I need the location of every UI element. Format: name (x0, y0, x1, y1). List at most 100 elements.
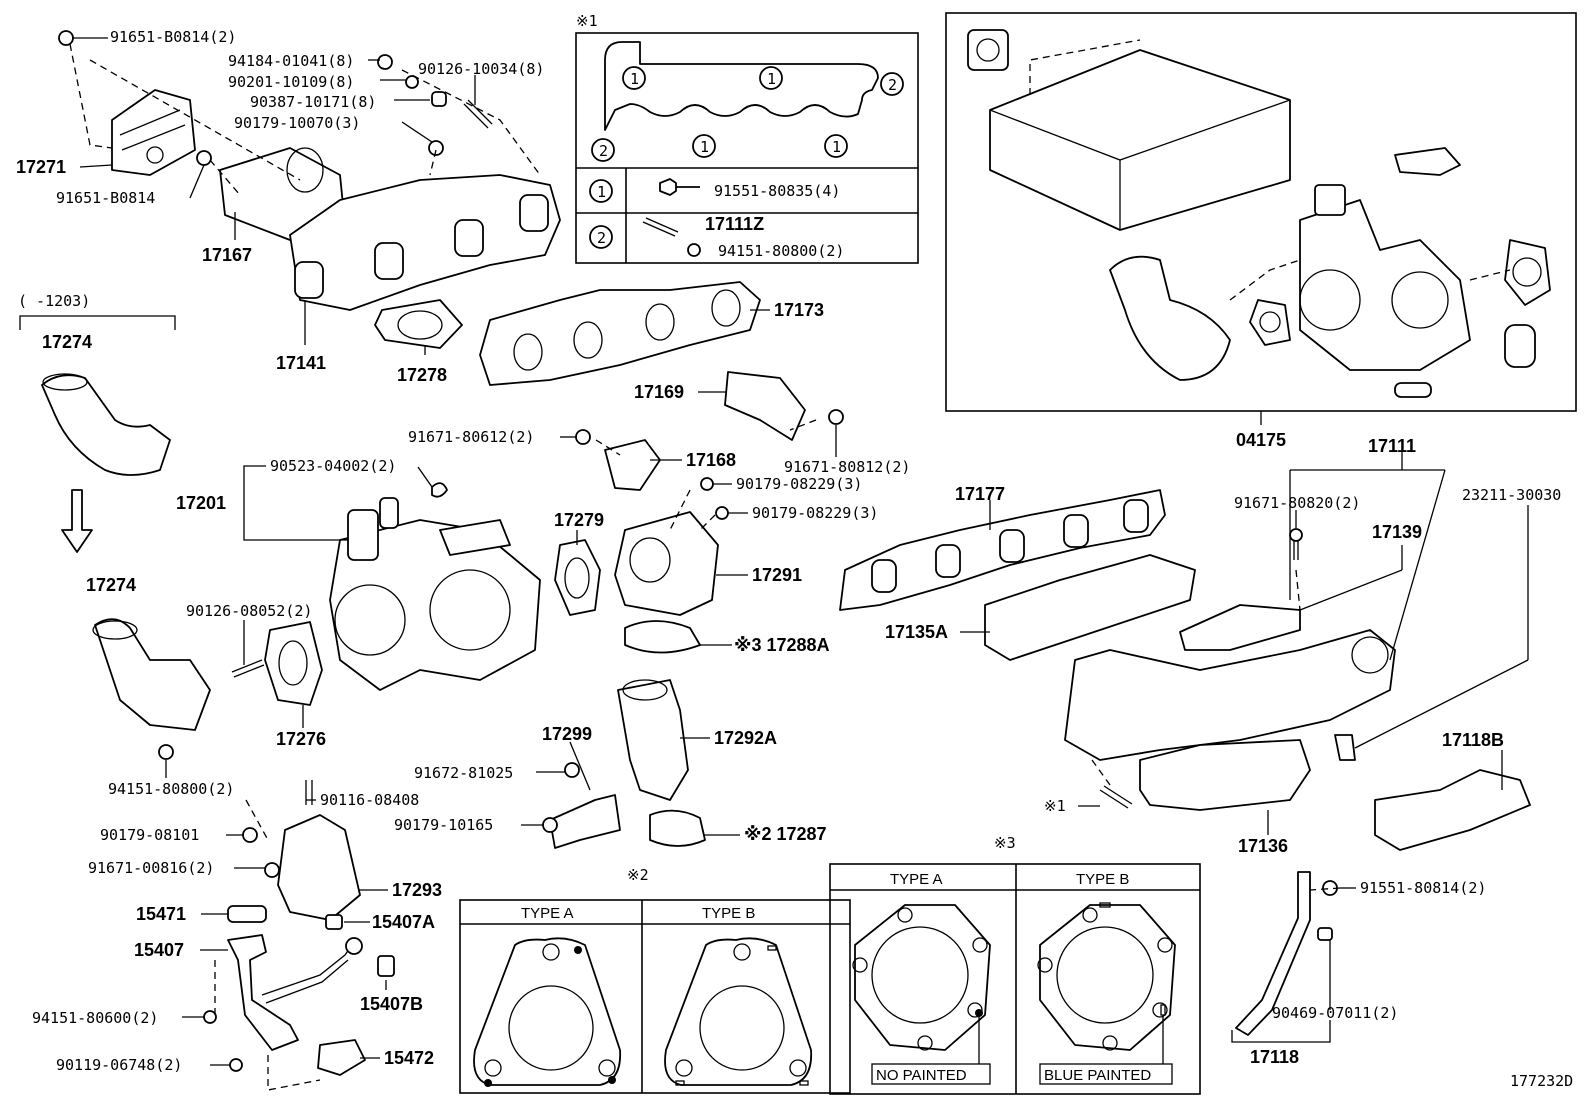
svg-text:1: 1 (832, 138, 841, 156)
label-90126-10034-8: 90126-10034(8) (418, 60, 544, 78)
washer-icon (405, 75, 419, 89)
label-17276: 17276 (276, 729, 326, 749)
diagram-number: 177232D (1510, 1072, 1573, 1090)
label-91672-81025: 91672-81025 (414, 764, 513, 782)
bolt-icon (575, 429, 591, 445)
label-90201-10109-8: 90201-10109(8) (228, 73, 354, 91)
note3-table: ※3 TYPE A TYPE B NO PAINTED BLUE PAINTED (829, 834, 1201, 1095)
label-90523-04002-2: 90523-04002(2) (270, 457, 396, 475)
label-90179-08101: 90179-08101 (100, 826, 199, 844)
label-15472: 15472 (384, 1048, 434, 1068)
label-94151-80600-2: 94151-80600(2) (32, 1009, 158, 1027)
label-91671-80820-2: 91671-80820(2) (1234, 494, 1360, 512)
nut-icon (242, 827, 258, 843)
nut-icon (428, 140, 444, 156)
gasket-17288a-icon (624, 620, 701, 654)
label-94151-80800-2: 94151-80800(2) (108, 780, 234, 798)
insulator-17168-icon (604, 439, 661, 491)
label-90119-06748-2: 90119-06748(2) (56, 1056, 182, 1074)
label-17177: 17177 (955, 484, 1005, 504)
note2-mark: ※2 (627, 866, 649, 884)
note1-row1-part: 91551-80835(4) (714, 182, 840, 200)
elbow-17291-icon (614, 511, 719, 616)
label-17271: 17271 (16, 157, 66, 177)
svg-text:2: 2 (888, 76, 897, 94)
gasket-15471-icon (227, 905, 267, 923)
note2-table: ※2 TYPE A TYPE B (459, 866, 851, 1094)
insulator-17136-icon (1139, 739, 1311, 811)
bracket-17293-icon (277, 814, 361, 921)
bracket-17118-icon (1235, 871, 1311, 1036)
label-23211-30030: 23211-30030 (1462, 486, 1561, 504)
clip-icon (431, 482, 448, 498)
collar-icon (431, 91, 447, 107)
label-17173: 17173 (774, 300, 824, 320)
note3-no-painted: NO PAINTED (876, 1067, 967, 1084)
bracket-17299-icon (549, 794, 621, 849)
bolt-icon (196, 150, 212, 166)
gasket-15472-icon (317, 1039, 366, 1076)
exhaust-manifold-17141-icon (289, 174, 561, 311)
label-17167: 17167 (202, 245, 252, 265)
label-17287: ※2 17287 (744, 824, 827, 844)
gasket-17279-icon (554, 539, 601, 616)
label-15471: 15471 (136, 904, 186, 924)
gasket-17276-icon (264, 621, 323, 706)
label-17293: 17293 (392, 880, 442, 900)
label-04175: 04175 (1236, 430, 1286, 450)
label-90179-08229-3-b: 90179-08229(3) (752, 504, 878, 522)
note2-type-b: TYPE B (702, 905, 755, 922)
stay-17139-icon (1179, 604, 1301, 651)
note1-mark: ※1 (576, 12, 598, 30)
bolt-icon (564, 762, 580, 778)
label-15407b: 15407B (360, 994, 423, 1014)
bolt-icon (1289, 528, 1303, 542)
nut-icon (203, 1010, 217, 1024)
svg-text:1: 1 (767, 70, 776, 88)
label-17274-b: 17274 (86, 575, 136, 595)
leader-lines (19, 37, 1529, 1066)
label-15407a: 15407A (372, 912, 435, 932)
label-17141: 17141 (276, 353, 326, 373)
label-91651-b0814-2: 91651-B0814(2) (110, 28, 236, 46)
label-90116-08408: 90116-08408 (320, 791, 419, 809)
label-17136: 17136 (1238, 836, 1288, 856)
label-17111: 17111 (1368, 436, 1416, 456)
intake-parts (839, 489, 1531, 1036)
label-1203: ( -1203) (18, 292, 90, 310)
gasket-type-a-icon (473, 937, 622, 1086)
label-90179-08229-3-a: 90179-08229(3) (736, 475, 862, 493)
note1-row2-part-a: 17111Z (705, 214, 764, 234)
label-17169: 17169 (634, 382, 684, 402)
converter-17292a-icon (617, 679, 689, 801)
label-17201: 17201 (176, 493, 226, 513)
hose-17274b-icon (94, 618, 211, 731)
part-drawings (41, 30, 844, 1091)
fitting-15407b-icon (377, 955, 395, 977)
bolt-icon (264, 862, 280, 878)
nut-icon (377, 54, 393, 70)
note2-type-a: TYPE A (521, 905, 574, 922)
note1-table: ※1 1 1 2 2 1 1 1 91551-80835(4) 2 17111Z… (575, 12, 919, 264)
label-90469-07011-2: 90469-07011(2) (1272, 1004, 1398, 1022)
part-labels: 91651-B0814(2) 94184-01041(8) 90201-1010… (16, 28, 1573, 1090)
label-90179-10070-3: 90179-10070(3) (234, 114, 360, 132)
down-arrow-icon (61, 489, 93, 553)
label-91551-80814-2: 91551-80814(2) (1360, 879, 1486, 897)
bolt-icon (828, 409, 844, 425)
label-17118b: 17118B (1442, 730, 1504, 750)
gasket-17278-icon (374, 299, 463, 349)
pipe-15407-icon (227, 934, 299, 1051)
label-17292a: 17292A (714, 728, 777, 748)
heat-shield-17118b-icon (1374, 769, 1531, 851)
label-17118: 17118 (1250, 1047, 1299, 1067)
nut-icon (542, 817, 558, 833)
gasket-type-b3-icon (1039, 904, 1176, 1051)
note3-type-a: TYPE A (890, 871, 943, 888)
label-91671-00816-2: 91671-00816(2) (88, 859, 214, 877)
gasket-kit-frame (945, 12, 1577, 412)
note3-type-b: TYPE B (1076, 871, 1129, 888)
nut-icon (700, 477, 714, 491)
nut-icon (715, 506, 729, 520)
fitting-15407a-icon (325, 914, 343, 930)
